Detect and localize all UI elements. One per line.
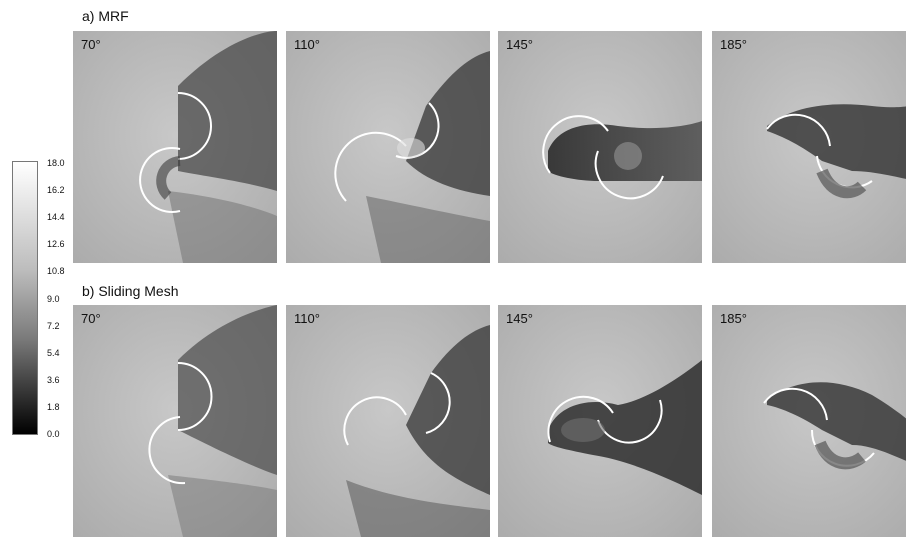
angle-label: 110° (294, 311, 320, 326)
panel-mrf-110: 110° (286, 31, 490, 263)
panel-sliding-185: 185° (712, 305, 906, 537)
colorbar-tick: 9.0 (47, 294, 60, 304)
row-title-sliding-mesh: b) Sliding Mesh (82, 283, 179, 299)
angle-label: 70° (81, 37, 101, 52)
colorbar-tick: 12.6 (47, 239, 65, 249)
angle-label: 185° (720, 311, 747, 326)
colorbar-tick: 7.2 (47, 321, 60, 331)
colorbar-tick: 18.0 (47, 158, 65, 168)
angle-label: 110° (294, 37, 320, 52)
panel-sliding-145: 145° (498, 305, 702, 537)
colorbar-tick: 10.8 (47, 266, 65, 276)
colorbar-tick: 16.2 (47, 185, 65, 195)
panel-mrf-145: 145° (498, 31, 702, 263)
velocity-colorbar (12, 161, 38, 435)
row-title-mrf: a) MRF (82, 8, 129, 24)
panel-mrf-185: 185° (712, 31, 906, 263)
angle-label: 145° (506, 37, 533, 52)
colorbar-tick: 5.4 (47, 348, 60, 358)
panel-sliding-110: 110° (286, 305, 490, 537)
angle-label: 145° (506, 311, 533, 326)
colorbar-tick: 0.0 (47, 429, 60, 439)
panel-mrf-70: 70° (73, 31, 277, 263)
angle-label: 185° (720, 37, 747, 52)
colorbar-tick: 1.8 (47, 402, 60, 412)
colorbar-tick: 3.6 (47, 375, 60, 385)
colorbar-tick: 14.4 (47, 212, 65, 222)
panel-sliding-70: 70° (73, 305, 277, 537)
angle-label: 70° (81, 311, 101, 326)
